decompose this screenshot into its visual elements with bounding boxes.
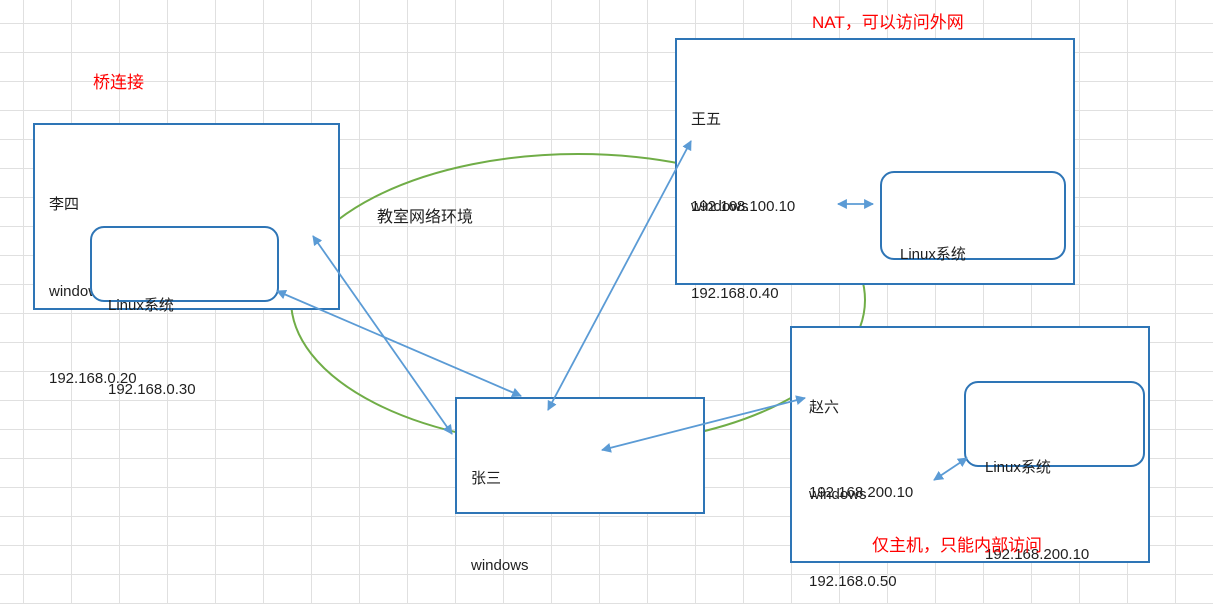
- nat-annotation[interactable]: NAT，可以访问外网: [812, 13, 964, 32]
- node-zhangsan[interactable]: 张三 windows 192.168.0.10: [455, 397, 705, 574]
- node-zhaoliu-host-ip: 192.168.200.10: [809, 484, 914, 501]
- node-wangwu-vm[interactable]: Linux系统 192.168.100.20: [880, 171, 1066, 347]
- node-zhaoliu[interactable]: 赵六 windows 192.168.0.50 Linux系统 192.168.…: [790, 326, 1150, 590]
- node-zhaoliu-vm[interactable]: Linux系统 192.168.200.10: [964, 381, 1145, 563]
- host-only-annotation[interactable]: 仅主机，只能内部访问: [872, 536, 1042, 555]
- node-zhaoliu-ip: 192.168.0.50: [809, 573, 897, 590]
- node-lisi-vm-os: Linux系统: [108, 297, 174, 314]
- node-zhaoliu-os: windows: [809, 486, 867, 503]
- node-lisi-ip: 192.168.0.20: [49, 370, 137, 387]
- node-wangwu-nat-ip: 192.168.100.10: [691, 198, 796, 215]
- classroom-network-label[interactable]: 教室网络环境: [377, 209, 474, 226]
- arrow-zhangsan-wangwu[interactable]: [547, 140, 692, 411]
- node-wangwu-vm-os: Linux系统: [900, 246, 966, 263]
- node-wangwu[interactable]: 王五 windows 192.168.0.40 192.168.100.10 L…: [675, 38, 1075, 347]
- node-lisi-vm-ip: 192.168.0.30: [108, 381, 196, 398]
- node-lisi[interactable]: 李四 windows 192.168.0.20 Linux系统 192.168.…: [33, 123, 340, 398]
- bridge-annotation[interactable]: 桥连接: [93, 73, 144, 92]
- node-lisi-name: 李四: [49, 196, 80, 213]
- node-zhaoliu-vm-ip: 192.168.200.10: [985, 546, 1090, 563]
- node-wangwu-name: 王五: [691, 111, 722, 128]
- node-zhangsan-os: windows: [471, 557, 529, 574]
- node-lisi-vm[interactable]: Linux系统 192.168.0.30: [90, 226, 279, 398]
- node-zhangsan-name: 张三: [471, 470, 502, 487]
- node-zhaoliu-vm-os: Linux系统: [985, 459, 1051, 476]
